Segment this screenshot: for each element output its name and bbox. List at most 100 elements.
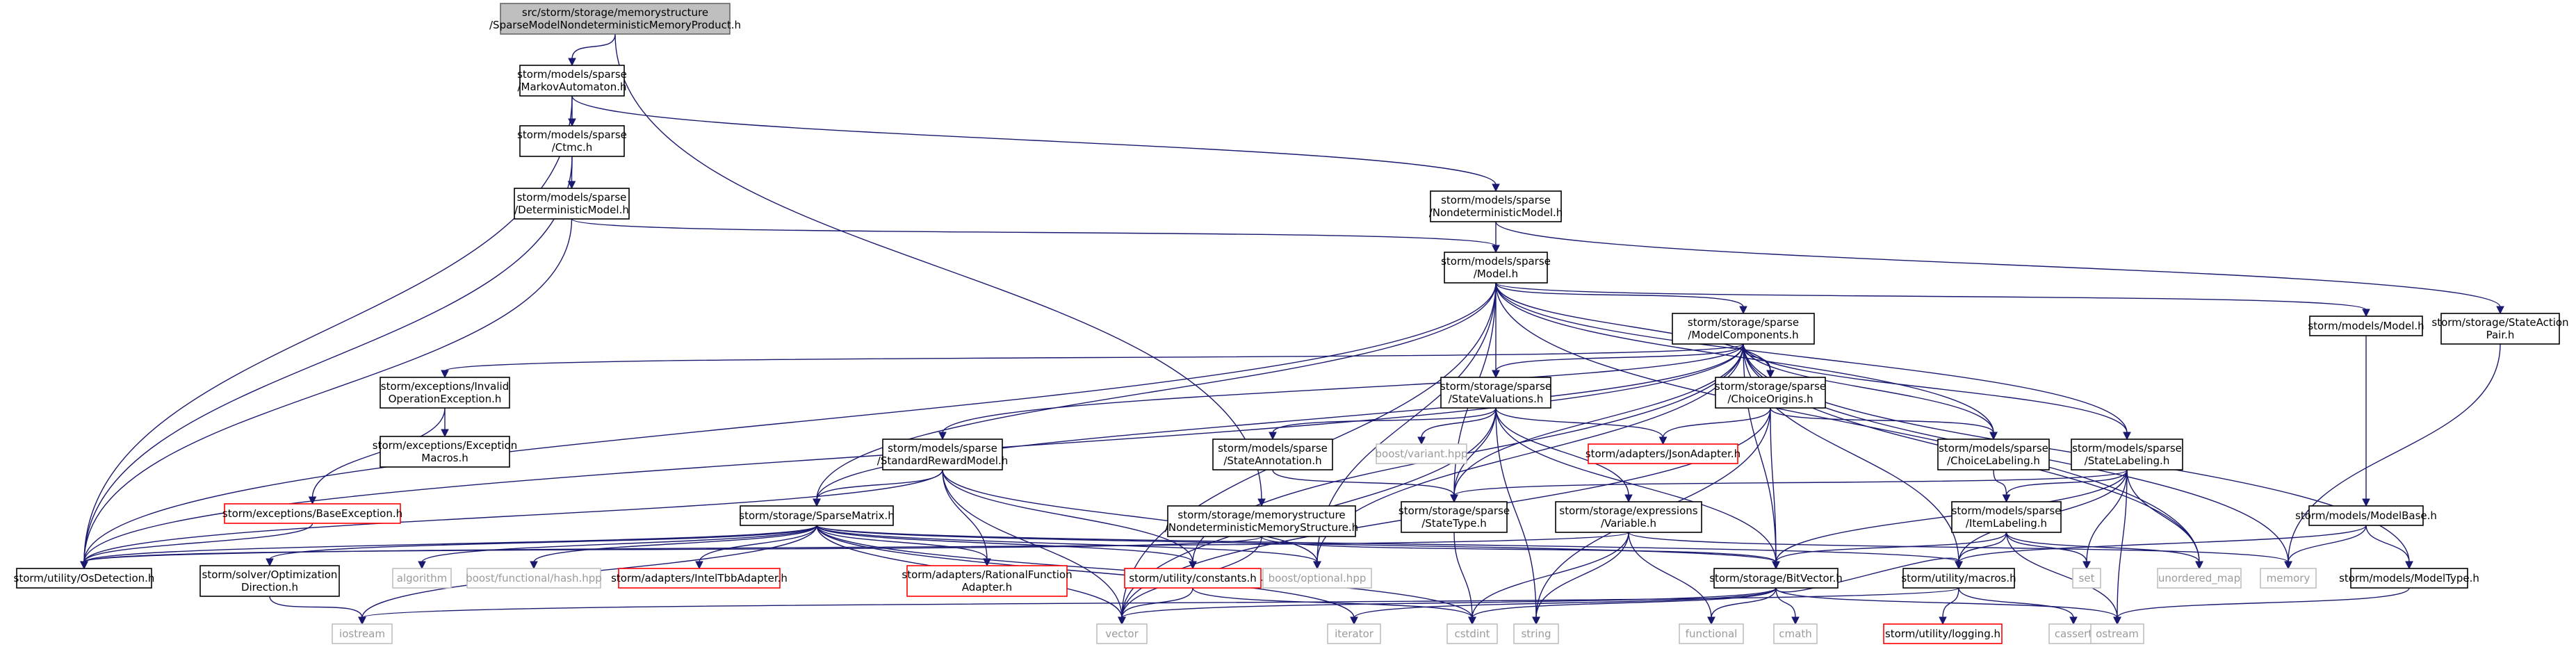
edge-line — [1743, 343, 2128, 434]
node-label-line: boost/variant.hpp — [1376, 448, 1468, 460]
node-stateannot[interactable]: storm/models/sparse/StateAnnotation.h — [1212, 439, 1333, 470]
node-label-line: storm/models/sparse — [2072, 442, 2182, 454]
node-string: string — [1513, 623, 1559, 644]
node-choiceorig[interactable]: storm/storage/sparse/ChoiceOrigins.h — [1715, 377, 1826, 409]
edge-line — [1628, 532, 1712, 619]
node-box — [1902, 568, 2015, 589]
node-ctmc[interactable]: storm/models/sparse/Ctmc.h — [517, 125, 627, 157]
node-invalidop[interactable]: storm/exceptions/InvalidOperationExcepti… — [380, 377, 510, 409]
edge-line — [2005, 532, 2087, 563]
edge-statevals-to-jsonadapter — [1495, 407, 1668, 445]
edge-line — [1272, 469, 1455, 496]
edge-line — [83, 525, 817, 563]
node-statevals[interactable]: storm/storage/sparse/StateValuations.h — [1440, 377, 1551, 409]
node-statelab[interactable]: storm/models/sparse/StateLabeling.h — [2071, 439, 2183, 470]
node-label-line: iostream — [339, 628, 385, 640]
node-markov[interactable]: storm/models/sparse/MarkovAutomaton.h — [517, 65, 627, 97]
node-box — [500, 3, 731, 35]
edge-memstruct-to-bitvector — [1261, 536, 1780, 570]
edge-line — [1495, 282, 1771, 372]
node-inteltbb[interactable]: storm/adapters/IntelTbbAdapter.h — [611, 568, 788, 589]
node-memstruct[interactable]: storm/storage/memorystructure/Nondetermi… — [1165, 505, 1358, 537]
edge-line — [1993, 469, 2007, 496]
edge-line — [571, 95, 1497, 186]
node-box — [2071, 439, 2183, 470]
edge-arrowhead — [2362, 309, 2370, 318]
node-stdreward[interactable]: storm/models/sparse/StandardRewardModel.… — [877, 439, 1008, 470]
edge-line — [83, 156, 573, 563]
node-box — [380, 436, 510, 468]
node-label-line: /Model.h — [1474, 268, 1518, 280]
node-modelcomp[interactable]: storm/storage/sparse/ModelComponents.h — [1672, 313, 1815, 345]
node-box — [2090, 623, 2144, 644]
node-choicelab[interactable]: storm/models/sparse/ChoiceLabeling.h — [1937, 439, 2050, 470]
edge-arrowhead — [1468, 616, 1476, 625]
edge-line — [1472, 532, 1629, 619]
node-itemlab[interactable]: storm/models/sparse/ItemLabeling.h — [1951, 501, 2062, 533]
node-label-line: storm/exceptions/BaseException.h — [222, 507, 402, 520]
edge-invalidop-to-baseexc — [308, 407, 446, 505]
edge-line — [83, 536, 1262, 563]
edge-line — [1421, 407, 1497, 439]
node-root[interactable]: src/storm/storage/memorystructure/Sparse… — [489, 3, 741, 35]
edge-line — [83, 95, 573, 563]
edge-line — [1453, 343, 1744, 496]
node-label-line: storm/utility/logging.h — [1885, 628, 2000, 640]
edge-statevals-to-stateannot — [1269, 407, 1497, 441]
edge-statetype-to-cstdint — [1453, 532, 1476, 625]
node-label-line: Pair.h — [2486, 329, 2515, 341]
node-label-line: vector — [1105, 628, 1139, 640]
node-box — [618, 568, 781, 589]
node-model[interactable]: storm/models/sparse/Model.h — [1441, 252, 1551, 284]
edge-line — [816, 525, 1318, 563]
node-constants[interactable]: storm/utility/constants.h — [1124, 568, 1262, 589]
node-modelbase[interactable]: storm/models/ModelBase.h — [2295, 505, 2437, 526]
edge-line — [1453, 469, 2128, 496]
node-boostvariant: boost/variant.hpp — [1376, 443, 1468, 464]
edge-root-to-markov — [568, 33, 616, 67]
node-label-line: cassert — [2055, 628, 2092, 640]
node-label-line: memory — [2267, 572, 2310, 584]
node-sparsematrix[interactable]: storm/storage/SparseMatrix.h — [739, 505, 895, 526]
node-label-line: OperationException.h — [389, 393, 502, 405]
edge-line — [699, 525, 817, 563]
edge-arrowhead — [1118, 616, 1126, 625]
node-label-line: storm/adapters/JsonAdapter.h — [1585, 448, 1741, 460]
node-box — [2260, 568, 2317, 589]
node-nondet[interactable]: storm/models/sparse/NondeterministicMode… — [1429, 190, 1563, 222]
edge-modelbase-to-modeltype — [2365, 525, 2413, 570]
edge-sparsematrix-to-ratfunc — [816, 525, 991, 567]
node-vector: vector — [1096, 623, 1148, 644]
edge-line — [83, 218, 573, 563]
node-logging[interactable]: storm/utility/logging.h — [1883, 623, 2003, 644]
node-macros[interactable]: storm/utility/macros.h — [1901, 568, 2016, 589]
node-jsonadapter[interactable]: storm/adapters/JsonAdapter.h — [1585, 443, 1741, 464]
edge-line — [2117, 587, 2410, 619]
edge-line — [1495, 407, 1629, 496]
node-osdetect[interactable]: storm/utility/OsDetection.h — [14, 568, 155, 589]
node-label-line: Adapter.h — [962, 581, 1012, 593]
edge-sparsematrix-to-algorithm — [418, 525, 817, 570]
node-modeltype[interactable]: storm/models/ModelType.h — [2339, 568, 2479, 589]
node-label-line: storm/utility/OsDetection.h — [14, 572, 155, 584]
edge-arrowhead — [1350, 616, 1358, 625]
node-baseexc[interactable]: storm/exceptions/BaseException.h — [222, 503, 402, 524]
edge-line — [2086, 469, 2128, 563]
node-label-line: storm/models/sparse — [517, 191, 627, 204]
node-box — [466, 568, 601, 589]
edge-nondet-to-stateaction — [1495, 221, 2504, 315]
node-statetype[interactable]: storm/storage/sparse/StateType.h — [1399, 501, 1510, 533]
node-label-line: /DeterministicModel.h — [514, 204, 629, 216]
node-label-line: storm/models/sparse — [517, 129, 627, 141]
node-exprvar[interactable]: storm/storage/expressions/Variable.h — [1555, 501, 1702, 533]
edge-sparsematrix-to-optdir — [266, 525, 817, 567]
node-modelsmodel[interactable]: storm/models/Model.h — [2308, 316, 2424, 336]
node-bitvector[interactable]: storm/storage/BitVector.h — [1709, 568, 1843, 589]
edge-bitvector-to-iterator — [1350, 587, 1777, 625]
node-determ[interactable]: storm/models/sparse/DeterministicModel.h — [514, 188, 630, 220]
